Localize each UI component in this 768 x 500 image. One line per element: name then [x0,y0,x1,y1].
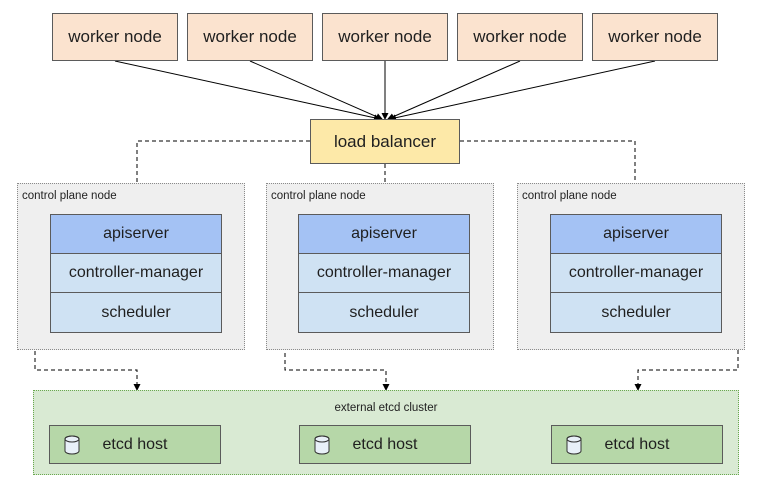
apiserver: apiserver [551,215,721,254]
worker-arrow-1 [114,60,381,122]
apiserver: apiserver [299,215,469,254]
controller-manager: controller-manager [551,254,721,293]
etcd-cluster-label: external etcd cluster [334,402,438,414]
controller-manager: controller-manager [51,254,221,293]
component-stack-3: apiserver controller-manager scheduler [550,214,722,333]
lb-link-left [136,140,310,214]
etcd-host-3: etcd host [551,425,723,464]
worker-node-4: worker node [457,13,583,61]
worker-arrow-5 [389,60,656,122]
worker-to-lb-arrows [114,60,656,122]
component-stack-2: apiserver controller-manager scheduler [298,214,470,333]
worker-arrow-4 [387,60,521,120]
worker-node-3: worker node [322,13,448,61]
database-icon [64,435,80,455]
control-plane-node-label: control plane node [271,190,366,202]
control-plane-node-label: control plane node [22,190,117,202]
control-plane-node-label: control plane node [522,190,617,202]
apiserver: apiserver [51,215,221,254]
controller-manager: controller-manager [299,254,469,293]
load-balancer: load balancer [310,119,460,164]
scheduler: scheduler [551,293,721,332]
database-icon [566,435,582,455]
lb-link-right [460,140,636,214]
worker-node-2: worker node [187,13,313,61]
worker-node-5: worker node [592,13,718,61]
database-icon [314,435,330,455]
worker-node-1: worker node [52,13,178,61]
etcd-host-2: etcd host [299,425,471,464]
worker-arrow-2 [249,60,383,120]
component-stack-1: apiserver controller-manager scheduler [50,214,222,333]
etcd-host-1: etcd host [49,425,221,464]
scheduler: scheduler [51,293,221,332]
scheduler: scheduler [299,293,469,332]
